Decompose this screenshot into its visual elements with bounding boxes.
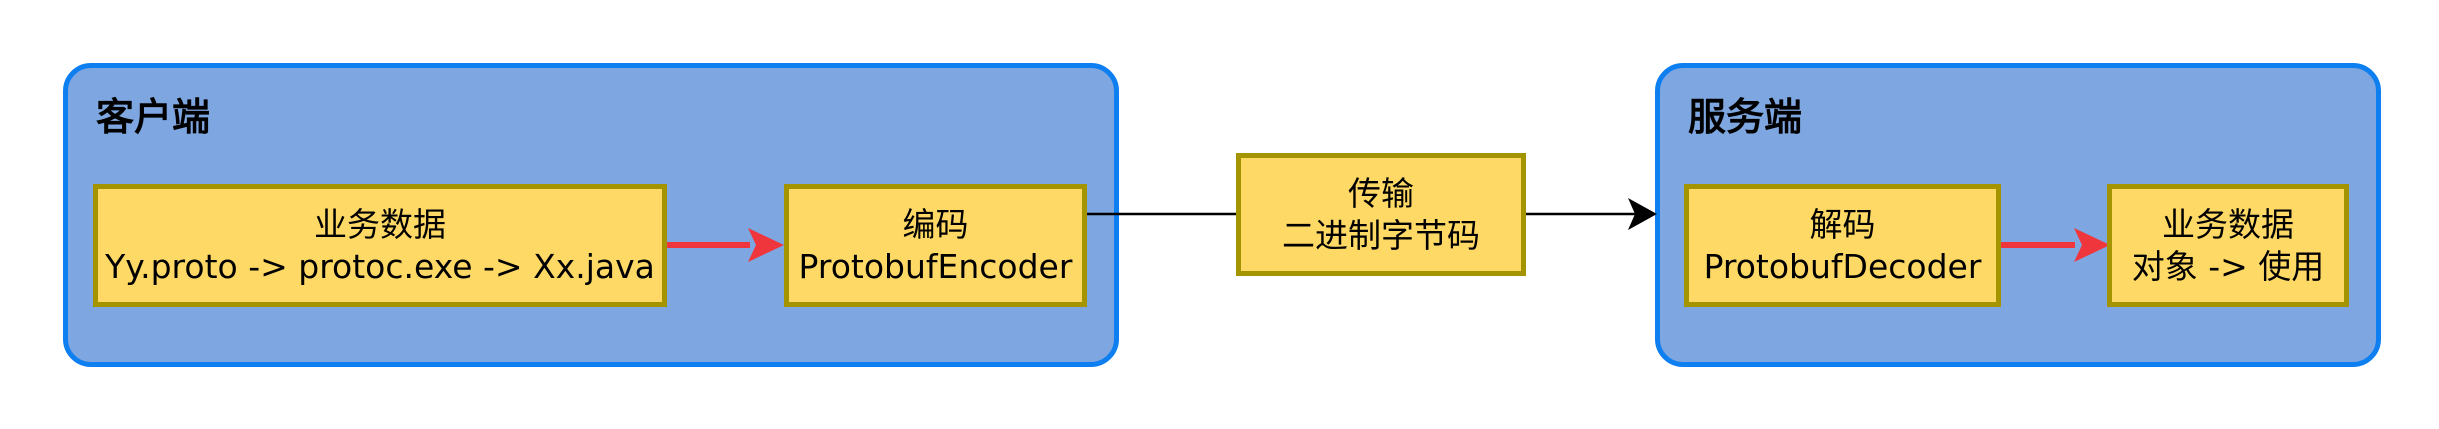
arrowhead-decode-to-business [2074, 228, 2110, 262]
server-business-title: 业务数据 [2162, 205, 2294, 245]
transport-title: 传输 [1348, 174, 1414, 214]
server-title: 服务端 [1688, 95, 1803, 139]
client-business-data-box: 业务数据 Yy.proto -> protoc.exe -> Xx.java [93, 184, 667, 307]
encode-detail: ProtobufEncoder [798, 246, 1073, 286]
client-business-title: 业务数据 [314, 205, 446, 245]
decode-box: 解码 ProtobufDecoder [1684, 184, 2001, 307]
transport-detail: 二进制字节码 [1282, 215, 1480, 255]
client-title: 客户端 [96, 95, 211, 139]
decode-detail: ProtobufDecoder [1703, 246, 1982, 286]
transport-box: 传输 二进制字节码 [1236, 153, 1526, 276]
server-business-detail: 对象 -> 使用 [2131, 246, 2325, 286]
server-business-data-box: 业务数据 对象 -> 使用 [2107, 184, 2349, 307]
decode-title: 解码 [1809, 205, 1876, 245]
arrowhead-transport-to-server [1628, 198, 1657, 230]
encode-box: 编码 ProtobufEncoder [784, 184, 1087, 307]
client-business-detail: Yy.proto -> protoc.exe -> Xx.java [105, 246, 655, 286]
arrowhead-business-to-encode [748, 228, 784, 262]
encode-title: 编码 [902, 205, 969, 245]
